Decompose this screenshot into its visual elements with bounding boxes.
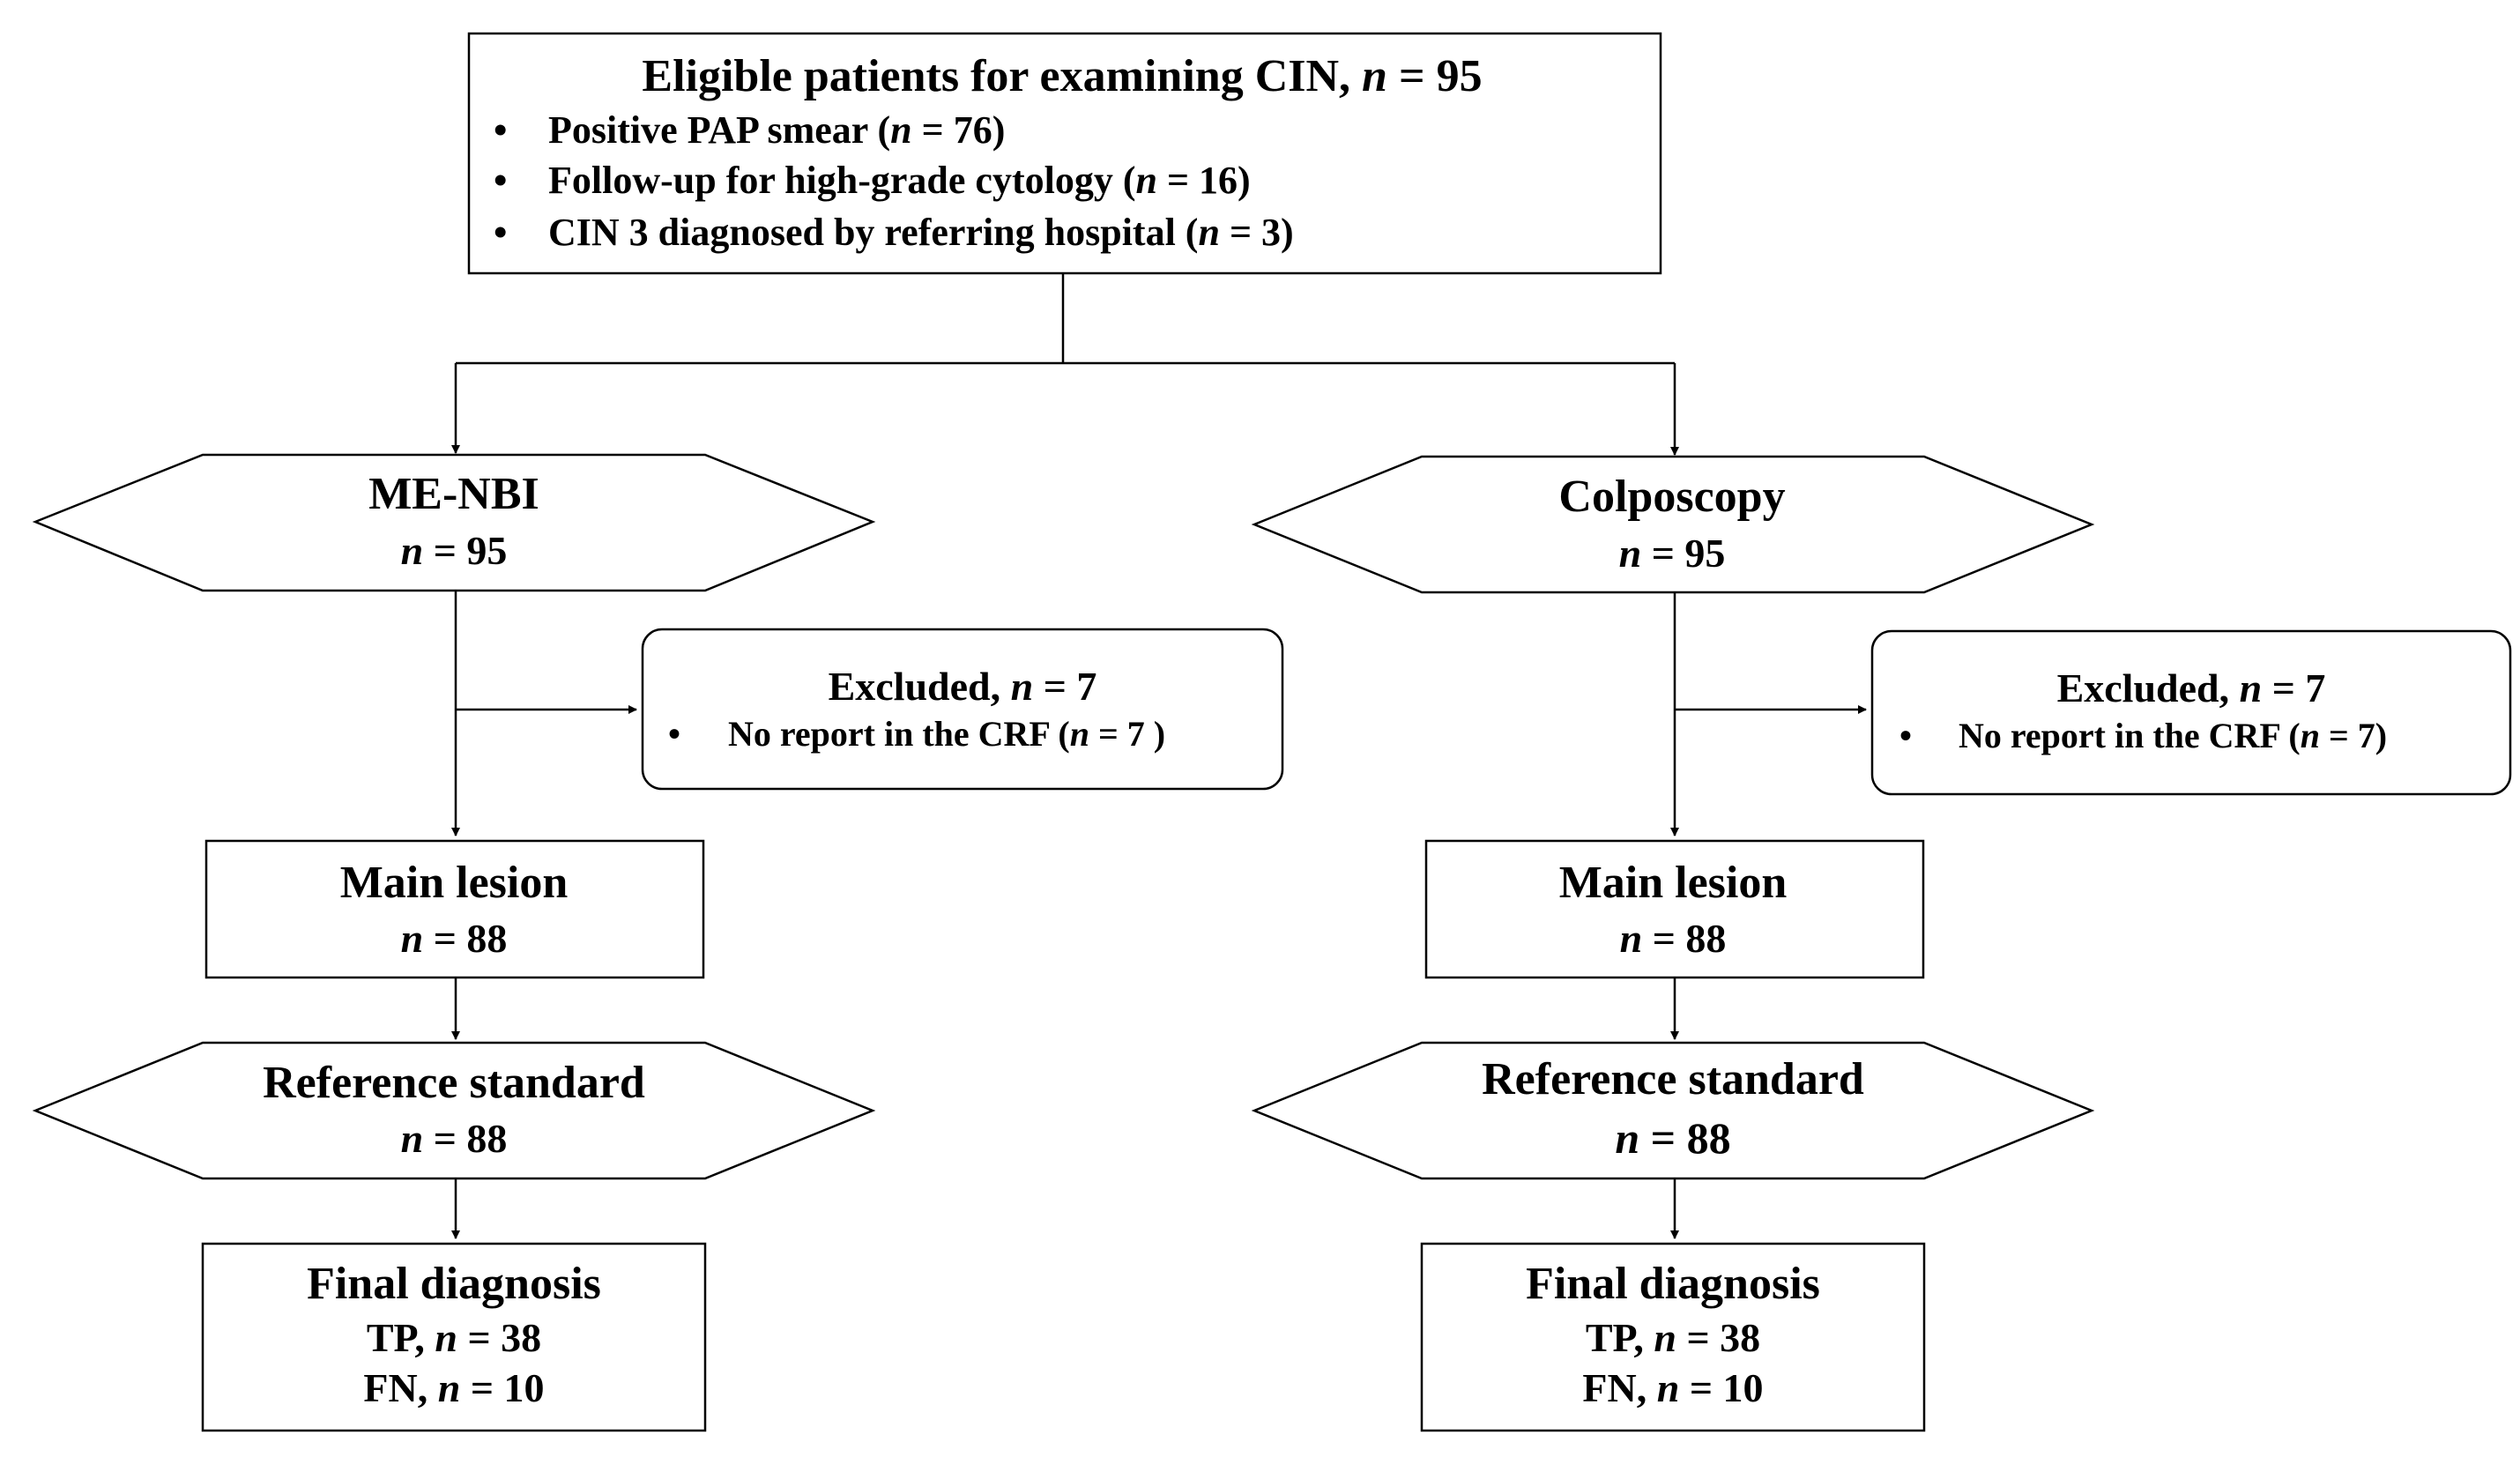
eligible-patients-title: Eligible patients for examining CIN, n =… [642,51,1482,101]
left-final-tp: TP, n = 38 [367,1315,541,1360]
colposcopy-hexagon [1251,455,2095,594]
right-excluded-box [1870,629,2512,796]
left-main-lesion-count: n = 88 [401,916,508,961]
left-excluded-title: Excluded, n = 7 [829,664,1097,709]
bullet-icon: • [494,159,507,202]
left-reference-label: Reference standard [263,1058,645,1108]
eligible-bullet-pap: Positive PAP smear (n = 76) [548,108,1005,152]
menbi-count: n = 95 [401,528,508,573]
bullet-icon: • [668,714,680,754]
right-excluded-title: Excluded, n = 7 [2057,665,2326,710]
right-final-label: Final diagnosis [1526,1259,1820,1309]
left-reference-hexagon [32,1041,876,1180]
left-final-diagnosis-box [201,1242,707,1432]
right-final-fn: FN, n = 10 [1582,1365,1763,1410]
left-final-fn: FN, n = 10 [363,1365,544,1410]
right-final-diagnosis-box [1420,1242,1926,1432]
colposcopy-count: n = 95 [1619,531,1726,576]
right-reference-label: Reference standard [1482,1054,1864,1104]
right-excluded-item: No report in the CRF (n = 7) [1959,716,2387,755]
eligible-patients-box [467,32,1662,275]
left-main-lesion-label: Main lesion [340,858,569,908]
right-reference-hexagon [1251,1041,2095,1180]
right-main-lesion-box [1424,839,1925,979]
bullet-icon: • [1899,716,1912,755]
menbi-label: ME-NBI [368,469,539,519]
bullet-icon: • [494,108,507,152]
right-main-lesion-label: Main lesion [1559,858,1788,908]
left-excluded-box [641,628,1284,791]
left-main-lesion-box [204,839,705,979]
bullet-icon: • [494,211,507,254]
eligible-bullet-followup: Follow-up for high-grade cytology (n = 1… [548,159,1251,202]
eligible-bullet-cin3: CIN 3 diagnosed by referring hospital (n… [548,211,1294,254]
menbi-hexagon [32,453,876,592]
left-final-label: Final diagnosis [307,1259,601,1309]
colposcopy-label: Colposcopy [1558,472,1785,522]
right-final-tp: TP, n = 38 [1586,1315,1760,1360]
left-reference-count: n = 88 [401,1116,508,1161]
left-excluded-item: No report in the CRF (n = 7 ) [728,714,1165,754]
right-main-lesion-count: n = 88 [1620,916,1727,961]
right-reference-count: n = 88 [1615,1113,1730,1163]
